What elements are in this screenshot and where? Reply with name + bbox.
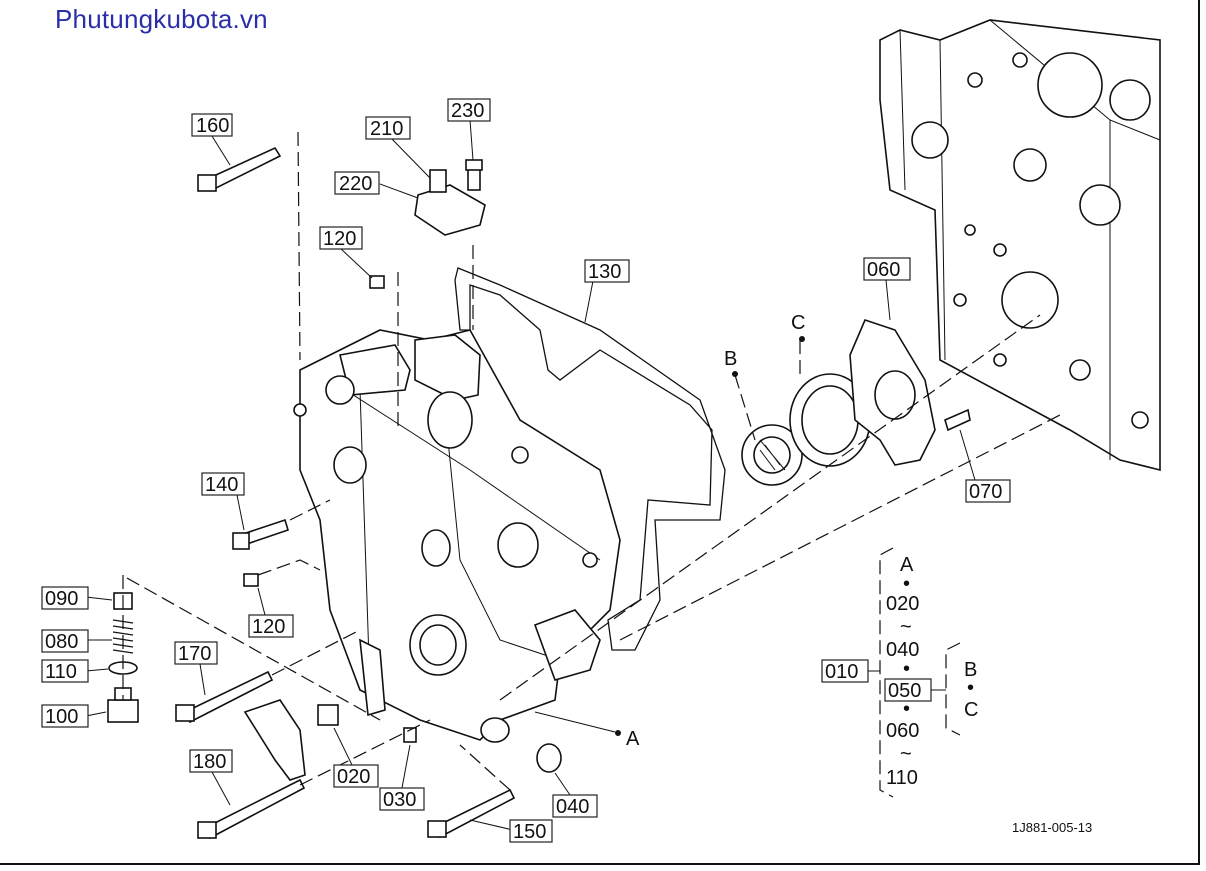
- callout-110: 110: [41, 659, 89, 683]
- callout-080: 080: [41, 629, 89, 653]
- bolts: [175, 146, 516, 840]
- legend-dot4: •: [967, 677, 974, 699]
- legend-dot1: •: [903, 573, 910, 595]
- figure-code: 1J881-005-13: [1012, 820, 1093, 835]
- svg-text:140: 140: [205, 474, 238, 496]
- oil-pump-parts: [741, 319, 971, 486]
- callout-150: 150: [509, 819, 553, 843]
- svg-text:210: 210: [370, 118, 403, 140]
- legend-dot2: •: [903, 658, 910, 680]
- gasket-130: [454, 267, 726, 651]
- watermark: Phutungkubota.vn: [55, 4, 268, 34]
- svg-text:120: 120: [252, 616, 285, 638]
- callout-220: 220: [334, 171, 380, 195]
- callout-070: 070: [965, 479, 1011, 503]
- top-cover-parts: [414, 159, 486, 236]
- svg-text:110: 110: [45, 661, 77, 683]
- plugs: [317, 704, 562, 773]
- bracket: [243, 699, 306, 781]
- legend-tilde1: ~: [900, 616, 912, 638]
- svg-text:080: 080: [45, 631, 78, 653]
- svg-text:100: 100: [45, 706, 78, 728]
- callout-020: 020: [333, 764, 379, 788]
- callout-060: 060: [863, 257, 911, 281]
- callout-030: 030: [379, 787, 425, 811]
- callout-160: 160: [191, 113, 233, 137]
- callout-C: C: [791, 312, 805, 334]
- svg-text:090: 090: [45, 588, 78, 610]
- callout-120a: 120: [319, 226, 363, 250]
- svg-text:130: 130: [588, 261, 621, 283]
- legend-side-b: B: [964, 659, 977, 681]
- legend-range-start: 020: [886, 593, 919, 615]
- legend-tilde2: ~: [900, 743, 912, 765]
- legend-dot3: •: [903, 698, 910, 720]
- svg-text:220: 220: [339, 173, 372, 195]
- callout-100: 100: [41, 704, 89, 728]
- callout-A: A: [626, 728, 640, 750]
- legend-range2-start: 060: [886, 720, 919, 742]
- callout-230: 230: [447, 98, 491, 122]
- svg-text:060: 060: [867, 259, 900, 281]
- leader-lines: [122, 131, 1061, 791]
- svg-text:120: 120: [323, 228, 356, 250]
- svg-text:030: 030: [383, 789, 416, 811]
- callout-210: 210: [365, 116, 411, 140]
- engine-block: [879, 19, 1161, 472]
- legend-side-c: C: [964, 699, 978, 721]
- label-leaders: [85, 119, 976, 831]
- callout-170: 170: [174, 641, 218, 665]
- callout-180: 180: [189, 749, 233, 773]
- svg-text:170: 170: [178, 643, 211, 665]
- svg-text:040: 040: [556, 796, 589, 818]
- callout-090: 090: [41, 586, 89, 610]
- svg-text:180: 180: [193, 751, 226, 773]
- svg-text:150: 150: [513, 821, 546, 843]
- svg-text:020: 020: [337, 766, 370, 788]
- svg-text:070: 070: [969, 481, 1002, 503]
- callout-120b: 120: [248, 614, 294, 638]
- callout-B: B: [724, 348, 737, 370]
- assembly-legend: A • 020 ~ 040 • 050 • 060 ~ 110 010 B • …: [821, 547, 978, 798]
- callout-040: 040: [552, 794, 598, 818]
- svg-text:230: 230: [451, 100, 484, 122]
- legend-range-end: 040: [886, 639, 919, 661]
- legend-top: A: [900, 554, 914, 576]
- legend-row-main: 010: [825, 661, 858, 683]
- legend-row-highlight: 050: [888, 680, 921, 702]
- legend-range2-end: 110: [886, 767, 918, 789]
- svg-text:160: 160: [196, 115, 229, 137]
- gear-case: [293, 329, 621, 743]
- callout-140: 140: [201, 472, 245, 496]
- callout-130: 130: [584, 259, 630, 283]
